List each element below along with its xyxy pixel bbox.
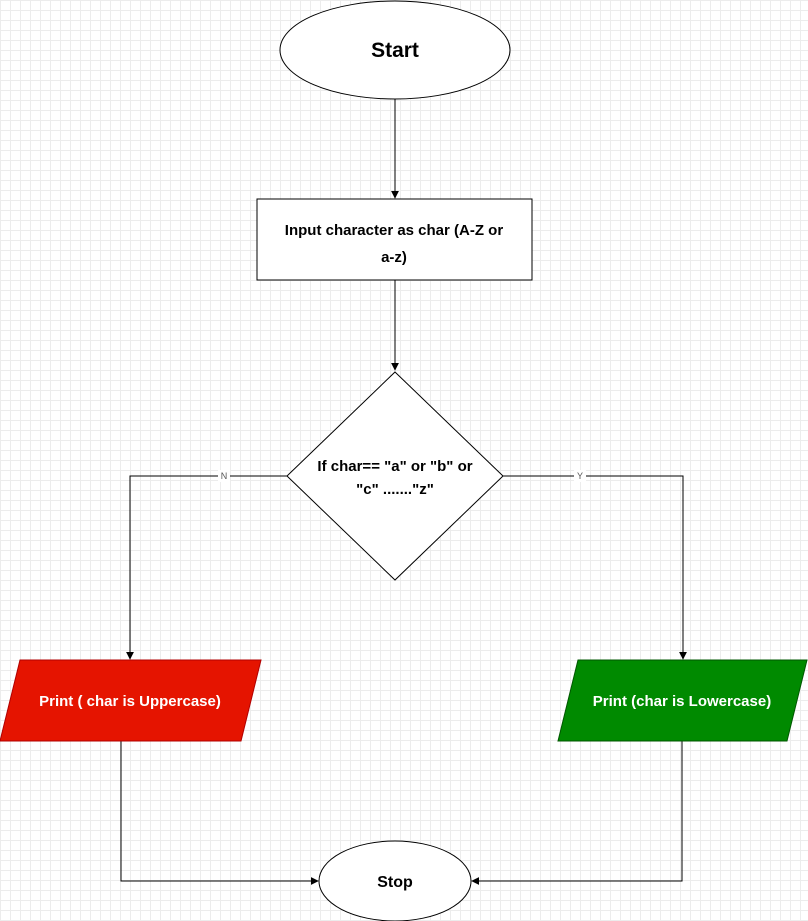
edge-label-no: N — [221, 471, 228, 481]
decision-node[interactable]: If char== "a" or "b" or "c" ......."z" — [286, 371, 504, 581]
stop-node[interactable]: Stop — [318, 840, 472, 921]
edge-lowercase-to-stop — [471, 741, 683, 885]
edge-label-yes: Y — [577, 471, 583, 481]
input-process-node[interactable]: Input character as char (A-Z or a-z) — [256, 198, 533, 281]
uppercase-output-node[interactable]: Print ( char is Uppercase) — [0, 659, 262, 742]
decision-label-line2: "c" ......."z" — [356, 481, 434, 498]
edge-decision-no — [126, 475, 287, 660]
input-label-line1: Input character as char (A-Z or — [285, 222, 504, 239]
start-node[interactable]: Start — [279, 0, 511, 100]
decision-label-line1: If char== "a" or "b" or — [317, 458, 472, 475]
edge-uppercase-to-stop — [120, 741, 319, 885]
input-label-line2: a-z) — [381, 249, 407, 266]
uppercase-label: Print ( char is Uppercase) — [39, 693, 221, 710]
edge-labels: N Y — [218, 470, 586, 482]
edge-decision-yes — [503, 475, 687, 660]
lowercase-label: Print (char is Lowercase) — [593, 693, 771, 710]
stop-label: Stop — [377, 874, 413, 891]
lowercase-output-node[interactable]: Print (char is Lowercase) — [557, 659, 808, 742]
start-label: Start — [371, 39, 419, 62]
connectors — [120, 98, 687, 885]
